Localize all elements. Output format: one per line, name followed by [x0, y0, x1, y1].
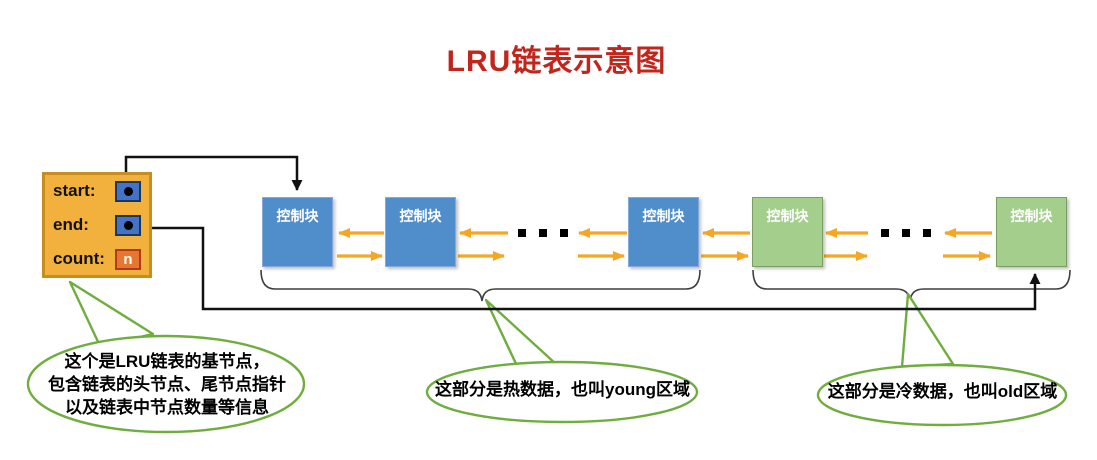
control-block-young-3: 控制块: [628, 197, 699, 267]
control-block-young-1: 控制块: [262, 197, 333, 267]
base-callout-line-1: 这个是LRU链表的基节点，: [64, 352, 270, 371]
end-pointer-square: [115, 214, 141, 236]
linked-list-arrows: [337, 228, 992, 261]
control-block-young-2: 控制块: [385, 197, 456, 267]
base-node-field-count: count: n: [53, 248, 141, 270]
old-callout-tail: [900, 292, 955, 369]
base-node-box: start: end: count: n: [42, 172, 152, 278]
old-callout-text: 这部分是冷数据，也叫old区域: [827, 382, 1058, 401]
pointer-dot-icon: [123, 220, 133, 230]
young-region-brace: [260, 269, 701, 302]
base-node-field-start: start:: [53, 180, 141, 202]
old-region-brace: [752, 269, 1071, 302]
old-callout-bubble: [816, 363, 1068, 427]
start-pointer-square: [115, 180, 141, 202]
young-callout-text: 这部分是热数据，也叫young区域: [435, 380, 690, 399]
base-callout-line-3: 以及链表中节点数量等信息: [65, 398, 269, 417]
control-block-old-1: 控制块: [752, 197, 823, 267]
control-block-old-2: 控制块: [996, 197, 1067, 267]
ellipsis-dots-old: [881, 229, 931, 237]
start-label: start:: [53, 181, 96, 200]
young-callout-bubble: [425, 360, 699, 424]
end-pointer-line: [152, 226, 1041, 311]
base-callout-line-2: 包含链表的头节点、尾节点指针: [48, 375, 286, 394]
end-label: end:: [53, 215, 89, 234]
base-callout-text: 这个是LRU链表的基节点， 包含链表的头节点、尾节点指针 以及链表中节点数量等信…: [33, 350, 301, 419]
base-node-field-end: end:: [53, 214, 141, 236]
diagram-title: LRU链表示意图: [446, 45, 667, 78]
count-value-square: n: [115, 248, 141, 270]
base-callout-bubble: [26, 334, 306, 434]
pointer-dot-icon: [123, 186, 133, 196]
ellipsis-dots-young: [518, 229, 568, 237]
count-label: count:: [53, 249, 105, 268]
